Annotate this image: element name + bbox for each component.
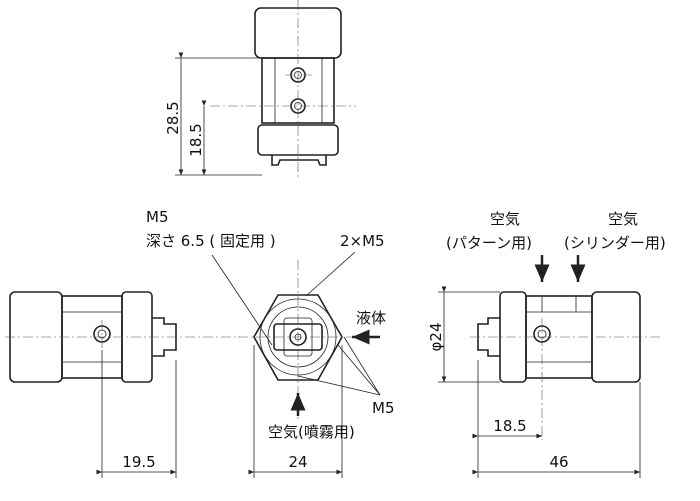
right-dim-port: 18.5 [493, 417, 526, 435]
right-dim-diameter: φ24 [427, 323, 445, 352]
top-dim-port: 18.5 [187, 123, 205, 156]
top-view: 28.5 18.5 [164, 0, 356, 178]
top-dim-overall: 28.5 [164, 101, 182, 134]
top-nozzle-tip [271, 155, 327, 166]
right-air-cylinder-line1: 空気 [608, 210, 638, 228]
front-liquid-label: 液体 [356, 309, 386, 327]
front-mount-thread: M5 [146, 208, 169, 226]
front-mount-depth: 深さ 6.5 ( 固定用 ) [146, 232, 276, 250]
side-view-left: 19.5 [5, 291, 240, 478]
left-dim-width: 19.5 [122, 453, 155, 471]
right-air-pattern-line2: (パターン用) [446, 234, 532, 252]
side-view-right: φ24 18.5 46 空気 (パターン用) 空気 (シリンダー用) [427, 210, 666, 478]
front-thread-bottom: M5 [372, 399, 395, 417]
right-air-cylinder-line2: (シリンダー用) [564, 234, 666, 252]
front-air-spray-label: 空気(噴霧用) [268, 423, 355, 441]
front-hex [253, 294, 343, 381]
right-dim-overall: 46 [549, 453, 568, 471]
front-dim-width: 24 [288, 453, 307, 471]
front-view: M5 深さ 6.5 ( 固定用 ) 2×M5 液体 M5 空気(噴霧用) 24 [146, 208, 395, 478]
right-air-pattern-line1: 空気 [490, 210, 520, 228]
top-knurled-ring [257, 124, 339, 156]
front-dual-thread: 2×M5 [340, 232, 385, 250]
